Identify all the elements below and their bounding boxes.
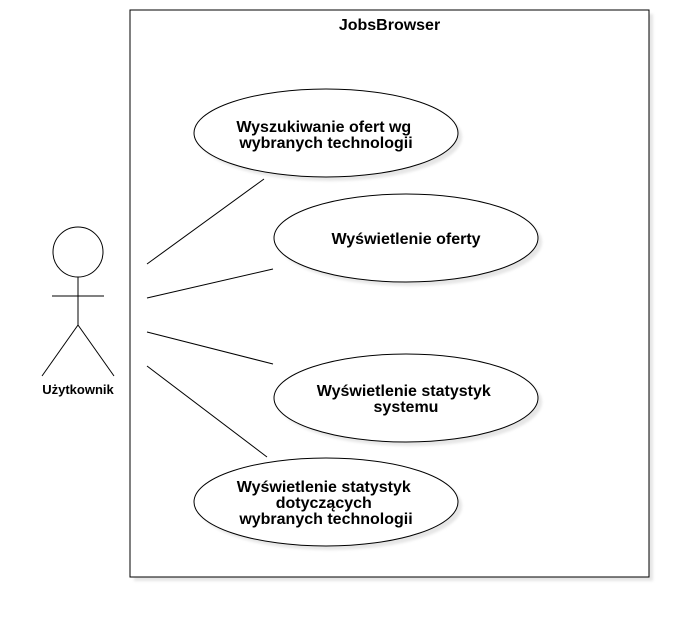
use-case-system-stats-ellipse — [273, 353, 539, 443]
use-case-tech-stats-ellipse — [193, 457, 459, 547]
association-tech-stats[interactable] — [146, 365, 268, 458]
actor-head — [52, 226, 104, 278]
use-case-tech-stats-line-2: dotyczących — [276, 495, 372, 512]
system-title: JobsBrowser — [339, 17, 440, 34]
use-case-tech-stats[interactable]: Wyświetlenie statystyk dotyczących wybra… — [193, 457, 462, 550]
use-case-view-offer-line-1: Wyświetlenie oferty — [331, 231, 480, 248]
associations — [146, 178, 274, 458]
association-system-stats[interactable] — [146, 331, 274, 365]
use-case-search-offers-line-1: Wyszukiwanie ofert wg — [236, 119, 411, 136]
actor-stick-figure[interactable] — [41, 226, 115, 377]
use-case-search-offers-ellipse — [193, 88, 459, 178]
use-case-system-stats-label: Wyświetlenie statystyk systemu — [317, 383, 495, 416]
use-case-search-offers[interactable]: Wyszukiwanie ofert wg wybranych technolo… — [193, 88, 462, 181]
use-case-tech-stats-line-3: wybranych technologii — [238, 511, 412, 528]
use-case-view-offer-label: Wyświetlenie oferty — [331, 231, 480, 248]
use-case-system-stats-line-2: systemu — [374, 399, 439, 416]
use-case-system-stats[interactable]: Wyświetlenie statystyk systemu — [273, 353, 542, 446]
use-case-tech-stats-line-1: Wyświetlenie statystyk — [237, 479, 411, 496]
use-case-view-offer-ellipse — [273, 193, 539, 283]
association-view-offer[interactable] — [146, 268, 274, 299]
actor-right-leg — [77, 324, 115, 377]
actor-left-leg — [41, 324, 79, 377]
use-case-tech-stats-label: Wyświetlenie statystyk dotyczących wybra… — [237, 479, 415, 528]
use-case-system-stats-line-1: Wyświetlenie statystyk — [317, 383, 491, 400]
use-case-search-offers-line-2: wybranych technologii — [238, 135, 412, 152]
use-case-search-offers-label: Wyszukiwanie ofert wg wybranych technolo… — [236, 119, 415, 152]
use-case-view-offer[interactable]: Wyświetlenie oferty — [273, 193, 542, 286]
association-search-offers[interactable] — [146, 178, 265, 265]
actor-label: Użytkownik — [42, 382, 114, 397]
